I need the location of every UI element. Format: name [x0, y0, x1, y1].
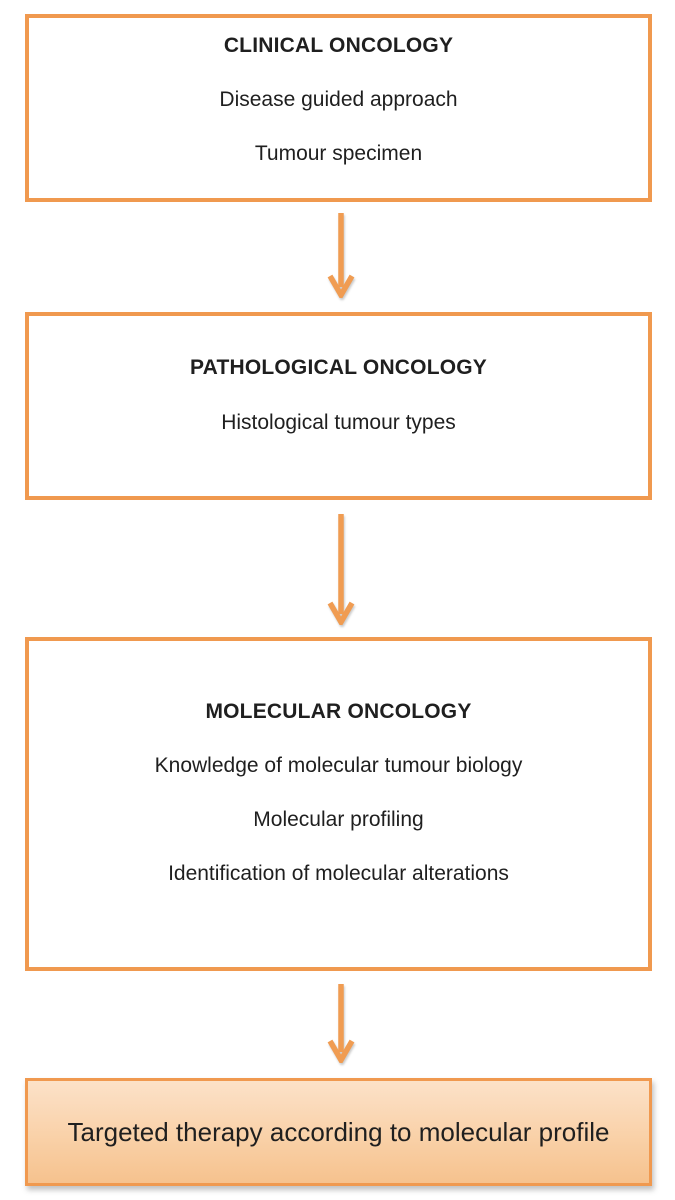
- arrow-down-icon: [323, 511, 359, 625]
- arrow-down-icon: [323, 981, 359, 1063]
- targeted-therapy-box: Targeted therapy according to molecular …: [25, 1078, 652, 1186]
- molecular-oncology-line: Identification of molecular alterations: [168, 862, 509, 885]
- arrow-down-icon: [323, 210, 359, 298]
- pathological-oncology-box: PATHOLOGICAL ONCOLOGY Histological tumou…: [25, 312, 652, 500]
- clinical-oncology-box: CLINICAL ONCOLOGY Disease guided approac…: [25, 14, 652, 202]
- molecular-oncology-title: MOLECULAR ONCOLOGY: [205, 700, 472, 723]
- clinical-oncology-line: Disease guided approach: [219, 88, 458, 111]
- clinical-oncology-line: Tumour specimen: [254, 142, 423, 165]
- molecular-oncology-box: MOLECULAR ONCOLOGY Knowledge of molecula…: [25, 637, 652, 971]
- clinical-oncology-title: CLINICAL ONCOLOGY: [223, 34, 454, 57]
- molecular-oncology-line: Knowledge of molecular tumour biology: [154, 754, 523, 777]
- molecular-oncology-line: Molecular profiling: [253, 808, 424, 831]
- pathological-oncology-title: PATHOLOGICAL ONCOLOGY: [189, 356, 488, 379]
- targeted-therapy-label: Targeted therapy according to molecular …: [67, 1116, 610, 1147]
- pathological-oncology-line: Histological tumour types: [221, 411, 456, 434]
